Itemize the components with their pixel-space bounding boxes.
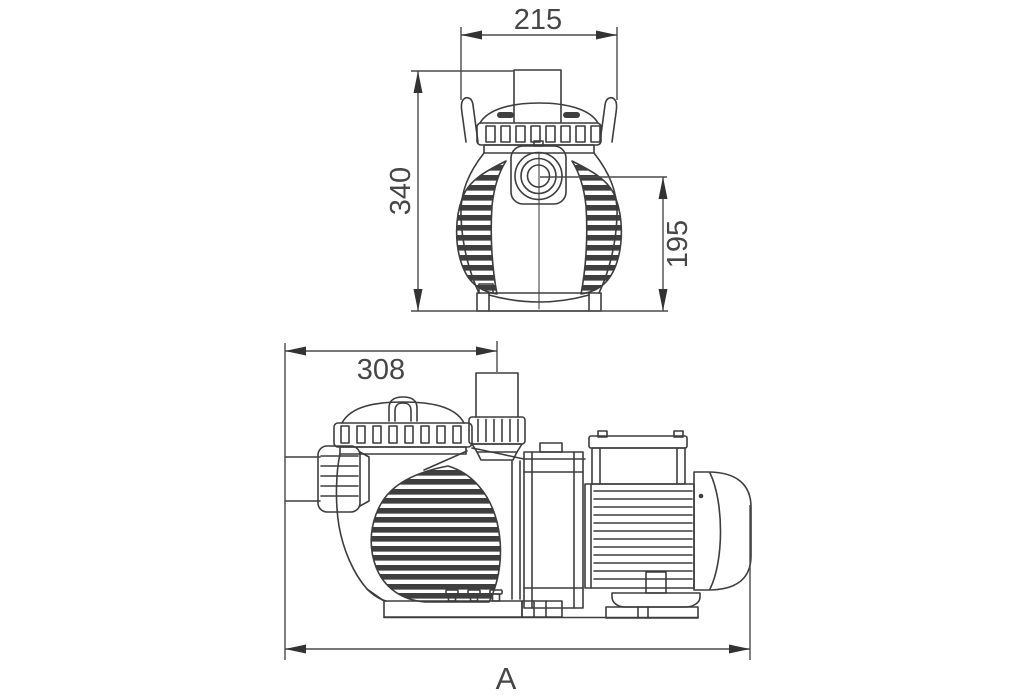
left-fin-stack: [456, 165, 506, 291]
arrowhead: [285, 346, 497, 356]
side-fins: [371, 470, 704, 599]
arrowhead: [285, 644, 750, 654]
dimension-port-center-height: 195: [540, 176, 694, 311]
lid-handle-right: [599, 96, 618, 143]
strainer-window: [370, 465, 502, 603]
lid-slot: [497, 112, 514, 118]
body-right-edge: [593, 152, 618, 294]
suction-port: [510, 140, 567, 205]
lid-lock-ring: [476, 122, 602, 154]
motor-cap-bolt: [698, 493, 704, 499]
dimension-front-width: 215: [460, 4, 618, 100]
lid-handle-left: [460, 96, 479, 143]
dimension-label-overall-length: A: [496, 661, 517, 696]
motor-end-cap: [693, 471, 752, 591]
body-top-edge: [471, 447, 525, 460]
dimension-label-front-height: 340: [385, 167, 417, 215]
arrowhead: [413, 71, 423, 311]
arrowhead: [461, 30, 617, 40]
strainer-lid-side: [333, 396, 473, 455]
lid-slot: [563, 112, 580, 118]
side-outlines: [284, 372, 752, 619]
outlet-pipe: [513, 69, 562, 123]
motor-terminal-box: [588, 430, 688, 485]
side-view-drawing: [284, 372, 752, 619]
dimension-label-strainer-length: 308: [357, 354, 405, 386]
strainer-lid-dome: [479, 102, 599, 124]
front-view-drawing: [455, 69, 623, 312]
dimension-label-front-width: 215: [514, 4, 562, 36]
arrowhead: [658, 177, 668, 311]
pot-left-edge: [335, 453, 387, 602]
pump-base: [366, 588, 699, 619]
dimension-front-height: 340: [385, 70, 668, 312]
outlet-pipe-side: [468, 372, 526, 461]
dimension-overall-length: A: [284, 343, 751, 696]
inlet-union-nut: [317, 445, 370, 513]
inlet-pipe: [284, 456, 321, 502]
motor-body: [584, 483, 695, 589]
body-left-edge: [460, 152, 485, 294]
strainer-window-fins: [371, 470, 501, 599]
right-fin-shroud: [571, 160, 623, 295]
dimension-strainer-length: 308: [285, 341, 498, 386]
seal-plate-bracket: [523, 442, 584, 609]
left-fin-shroud: [455, 160, 507, 295]
dimension-label-port-center-height: 195: [662, 220, 694, 268]
right-fin-stack: [572, 165, 622, 291]
